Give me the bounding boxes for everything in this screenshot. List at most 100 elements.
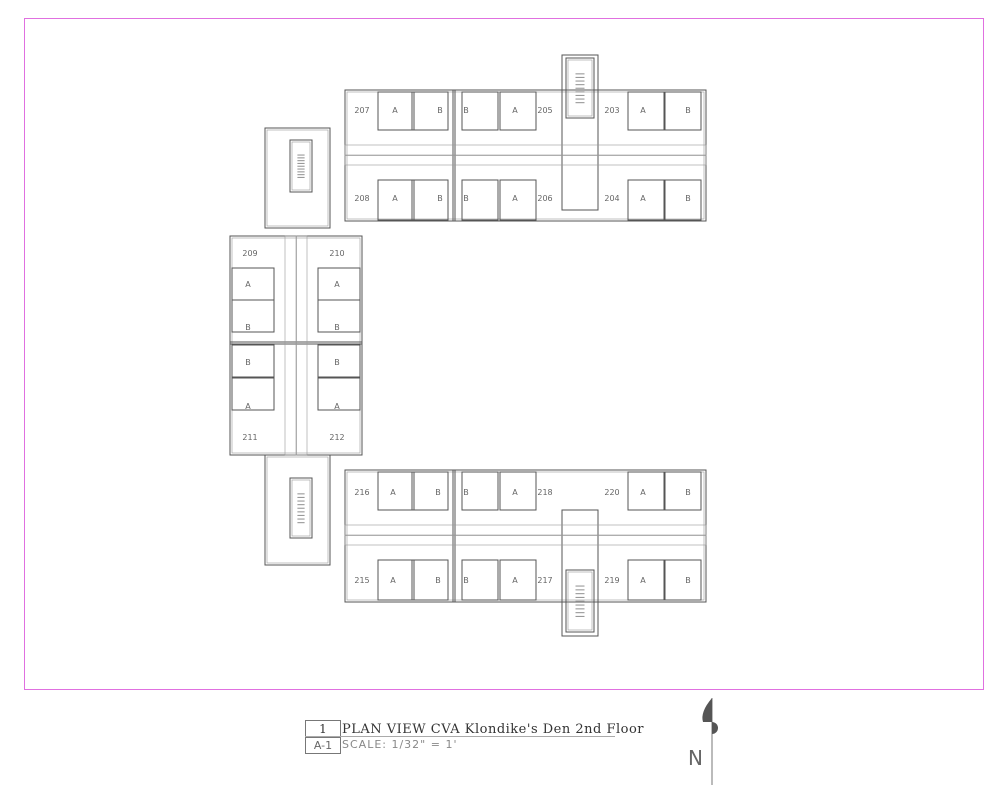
stair-tread bbox=[575, 589, 585, 591]
bedroom-label: B bbox=[463, 576, 469, 585]
stair-tread bbox=[575, 84, 585, 86]
stair-tread bbox=[297, 154, 305, 156]
bedroom bbox=[231, 377, 275, 411]
suite-number: 203 bbox=[604, 106, 619, 115]
stair-tread bbox=[575, 76, 585, 78]
suite-number: 206 bbox=[537, 194, 552, 203]
bedroom-label: B bbox=[685, 488, 691, 497]
party-wall bbox=[452, 469, 456, 603]
bedroom bbox=[664, 91, 702, 131]
stair-tread bbox=[297, 168, 305, 170]
bedroom bbox=[627, 559, 665, 601]
bedroom-label: A bbox=[640, 106, 646, 115]
suite-number: 204 bbox=[604, 194, 619, 203]
stair-tread bbox=[297, 160, 305, 162]
bedroom-label: A bbox=[512, 576, 518, 585]
bedroom-label: A bbox=[640, 488, 646, 497]
bedroom-label: A bbox=[512, 194, 518, 203]
suite-number: 205 bbox=[537, 106, 552, 115]
bedroom bbox=[499, 471, 537, 511]
bedroom-label: A bbox=[334, 402, 340, 411]
bedroom bbox=[627, 179, 665, 221]
stair-tread bbox=[575, 608, 585, 610]
bedroom-label: A bbox=[390, 576, 396, 585]
bedroom bbox=[411, 179, 449, 221]
bedroom-label: B bbox=[245, 323, 251, 332]
stair-tread bbox=[297, 514, 305, 517]
bottom-wing bbox=[344, 469, 707, 603]
stair-tread bbox=[575, 80, 585, 82]
stair-tread bbox=[575, 612, 585, 614]
stair-tread bbox=[575, 98, 585, 100]
bedroom-label: A bbox=[334, 280, 340, 289]
stair-tread bbox=[297, 504, 305, 506]
bedroom-label: B bbox=[437, 194, 443, 203]
bedroom-label: A bbox=[245, 402, 251, 411]
bedroom bbox=[461, 471, 499, 511]
bedroom-label: A bbox=[640, 194, 646, 203]
bedroom bbox=[231, 344, 275, 378]
west-connector-north-inner bbox=[266, 129, 329, 227]
west-connector-north bbox=[264, 127, 331, 229]
bedroom-label: B bbox=[334, 323, 340, 332]
bedroom bbox=[411, 559, 449, 601]
stair-tread bbox=[575, 102, 585, 104]
suite-number: 217 bbox=[537, 576, 552, 585]
bedroom bbox=[499, 91, 537, 131]
drawing-title: PLAN VIEW CVA Klondike's Den 2nd Floor bbox=[342, 722, 645, 737]
stair-tread bbox=[575, 585, 585, 587]
stair-tread bbox=[297, 507, 305, 509]
bedroom bbox=[377, 179, 415, 221]
suite-number: 211 bbox=[242, 433, 257, 442]
stair-tread bbox=[575, 604, 585, 606]
bedroom-label: B bbox=[463, 194, 469, 203]
stair-tower-north bbox=[561, 54, 599, 211]
stairwell bbox=[289, 477, 313, 539]
bedroom bbox=[377, 91, 415, 131]
stair-tread bbox=[575, 615, 585, 618]
suite-number: 207 bbox=[354, 106, 369, 115]
suite-number: 210 bbox=[329, 249, 344, 258]
stair-tread bbox=[575, 73, 585, 75]
bedroom-label: B bbox=[437, 106, 443, 115]
corridor-center bbox=[344, 534, 707, 536]
bedroom-label: B bbox=[435, 488, 441, 497]
bedroom bbox=[411, 471, 449, 511]
bedroom bbox=[461, 179, 499, 221]
corridor-center bbox=[344, 154, 707, 156]
drawing-scale: SCALE: 1/32" = 1' bbox=[342, 738, 458, 751]
suite-number: 208 bbox=[354, 194, 369, 203]
building-walls bbox=[229, 54, 707, 637]
bedroom-label: A bbox=[640, 576, 646, 585]
stairwell-inner bbox=[567, 571, 593, 631]
stair-tread bbox=[575, 600, 585, 602]
stair-tread bbox=[575, 596, 585, 599]
sheet-number: A-1 bbox=[305, 737, 341, 754]
bedroom-label: B bbox=[685, 194, 691, 203]
bedroom-label: A bbox=[390, 488, 396, 497]
bedroom bbox=[231, 267, 275, 301]
stairwell bbox=[565, 569, 595, 633]
bedroom bbox=[231, 299, 275, 333]
stairwell bbox=[289, 139, 313, 193]
stair-tread bbox=[297, 165, 305, 167]
bedroom-label: A bbox=[512, 106, 518, 115]
suite-number: 216 bbox=[354, 488, 369, 497]
suite-number: 219 bbox=[604, 576, 619, 585]
bedroom bbox=[499, 559, 537, 601]
bedroom-label: B bbox=[685, 576, 691, 585]
stair-tread bbox=[575, 91, 585, 93]
stair-tread bbox=[297, 518, 305, 520]
suite-number: 215 bbox=[354, 576, 369, 585]
suite-number: 212 bbox=[329, 433, 344, 442]
bedroom bbox=[461, 91, 499, 131]
bedroom bbox=[664, 471, 702, 511]
bedroom bbox=[664, 179, 702, 221]
stair-tread bbox=[297, 176, 305, 178]
stair-tread bbox=[297, 500, 305, 502]
bedroom bbox=[627, 471, 665, 511]
suite-number: 218 bbox=[537, 488, 552, 497]
bedroom bbox=[627, 91, 665, 131]
